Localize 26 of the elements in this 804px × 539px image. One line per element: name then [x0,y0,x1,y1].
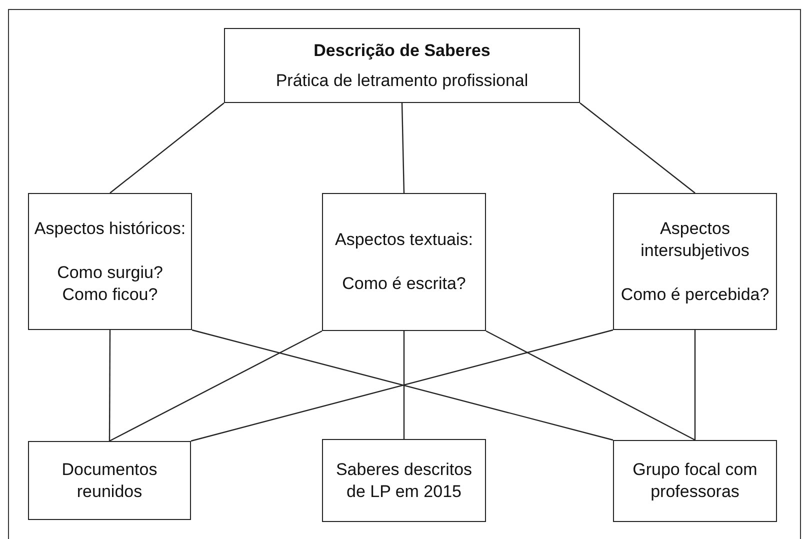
text-box [224,28,580,103]
box-text: Aspectos intersubjetivos [640,218,750,262]
box-text: Como é percebida? [620,284,770,306]
text-box [28,193,192,330]
connector-line [403,331,405,439]
connector-line [580,102,696,194]
text-box [322,193,486,331]
box-text: Aspectos textuais: [335,229,473,251]
box-heading: Descrição de Saberes [314,40,490,62]
text-box [322,439,486,522]
connector-line [108,330,111,441]
connector-line [694,330,696,440]
box-text: Como é escrita? [342,273,466,295]
box-text: Documentos reunidos [60,458,158,502]
connector-line [109,330,322,442]
text-box [28,441,191,520]
box-text: Como surgiu? Como ficou? [56,262,164,306]
box-text: Prática de letramento profissional [276,70,528,92]
box-text: Grupo focal com professoras [632,459,758,503]
text-box [613,193,777,330]
connector-line [110,102,224,194]
box-text: Aspectos históricos: [34,218,186,240]
connector-line [486,330,696,441]
box-text: Saberes descritos de LP em 2015 [334,458,474,502]
text-box [613,440,777,522]
connector-line [401,102,405,194]
